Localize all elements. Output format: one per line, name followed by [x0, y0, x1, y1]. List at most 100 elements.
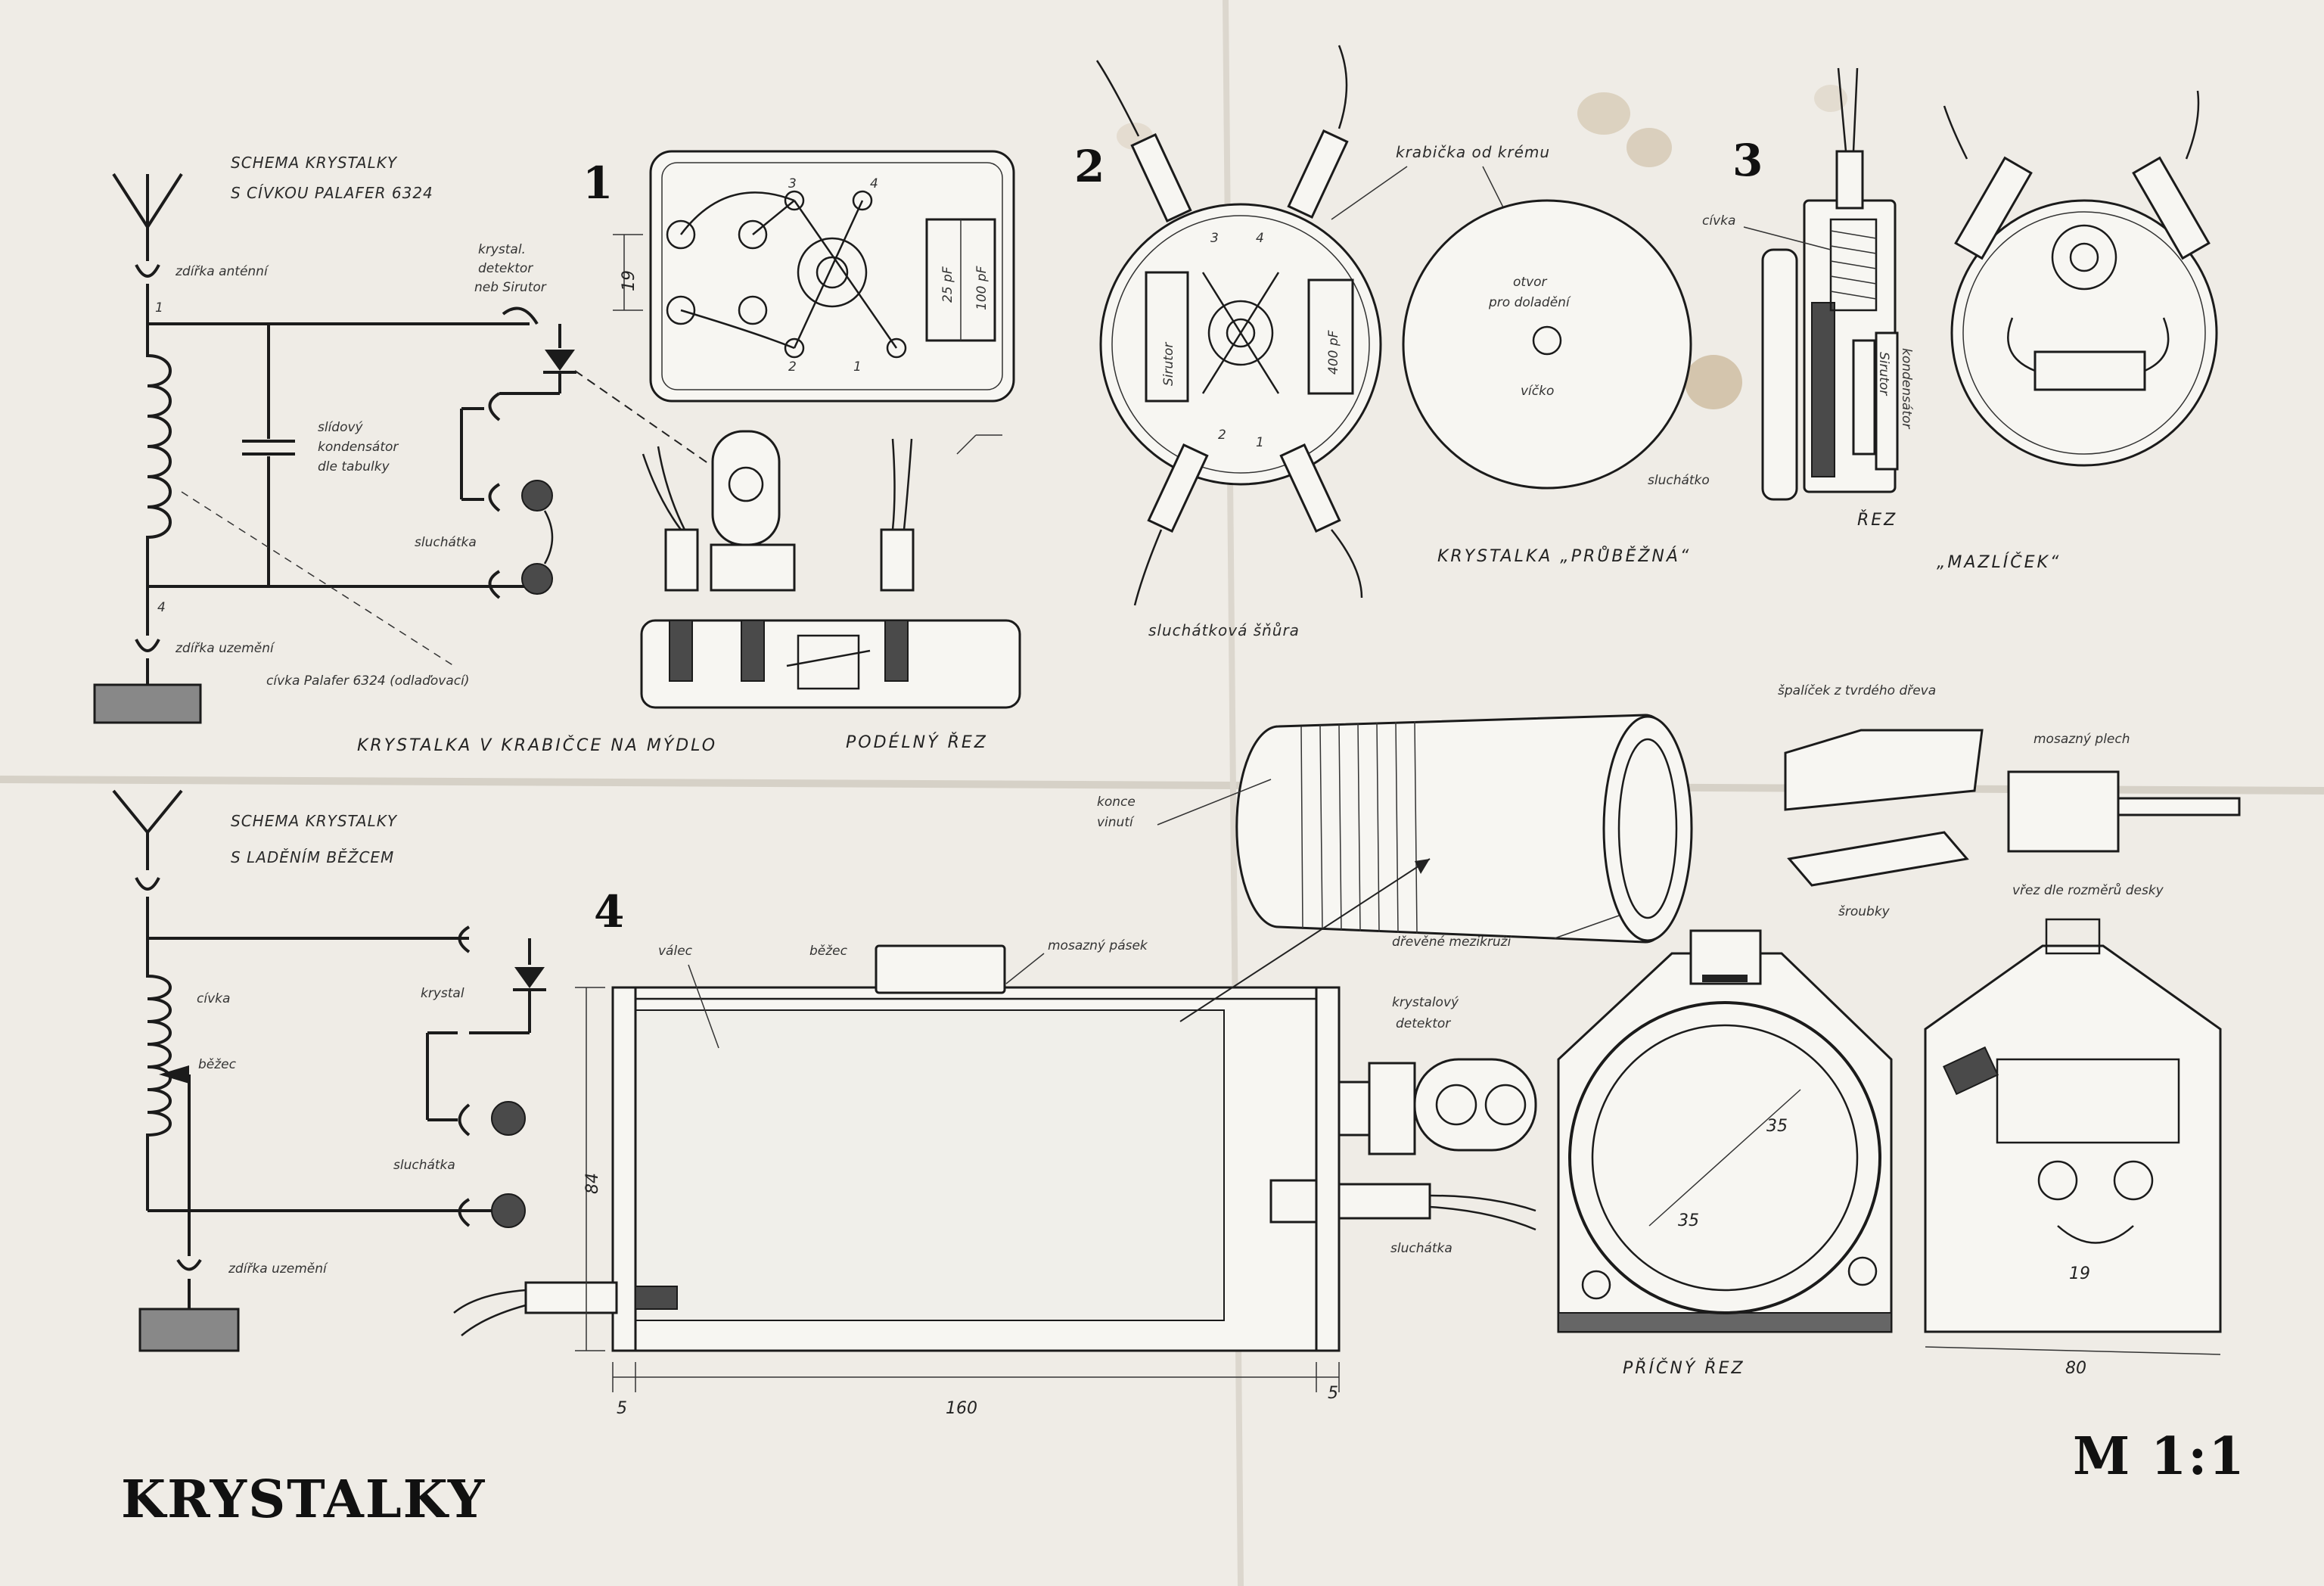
fig2-cap-label: 400 pF — [1326, 330, 1341, 375]
fig2-pin-2: 2 — [1218, 428, 1226, 443]
fig3-capacitor — [1875, 331, 1899, 471]
fig3-plug — [1835, 150, 1864, 210]
dim-height-label: 84 — [583, 1173, 602, 1194]
pin-bottom-label: 4 — [157, 600, 166, 615]
fig1-caption-right: PODÉLNÝ ŘEZ — [846, 732, 988, 752]
fig4-detector-label-1: krystalový — [1392, 995, 1459, 1010]
schema-bottom-title-line2: S LADĚNÍM BĚŽCEM — [231, 848, 394, 866]
fig4-headphones-label: sluchátka — [1390, 1241, 1452, 1256]
capacitor-label-1: slídový — [318, 420, 364, 435]
capacitor-label-2: kondensátor — [318, 440, 399, 455]
tuning-hole — [1532, 325, 1562, 356]
headphone-capsule-top — [521, 480, 553, 512]
headphone-capsule-4 — [491, 1193, 526, 1228]
figure-4: 4 konce vinutí dřevěné mezikruží běžec m… — [453, 683, 2241, 1418]
dim-19-label: 19 — [620, 270, 638, 291]
fig3-caption: „MAZLÍČEK“ — [1937, 552, 2061, 572]
detector-label-1: krystal. — [478, 242, 526, 257]
schema-top-title-line1: SCHEMA KRYSTALKY — [231, 154, 398, 172]
ground-symbol — [93, 683, 202, 724]
schema-bottom-crystal-label: krystal — [421, 986, 464, 1001]
capacitor-label-3: dle tabulky — [318, 459, 390, 474]
cylinder-label: válec — [658, 944, 693, 959]
fig3-sirutor-top — [2034, 350, 2146, 391]
fig4-slider-label: běžec — [809, 944, 848, 959]
detector-socket — [797, 237, 868, 308]
brass-sheet — [2007, 770, 2120, 853]
cross-section-label: PŘÍČNÝ ŘEZ — [1623, 1358, 1745, 1378]
dim-80-label: 80 — [2065, 1359, 2086, 1378]
schema-bottom: SCHEMA KRYSTALKY S LADĚNÍM BĚŽCEM cívka … — [112, 789, 546, 1352]
cream-box-lid — [1402, 199, 1692, 490]
antenna-symbol — [112, 173, 183, 261]
fig3-section-label: ŘEZ — [1857, 510, 1897, 530]
brass-strip-label: mosazný pásek — [1048, 938, 1148, 953]
mazlicek-top-view — [1950, 199, 2218, 467]
headphone-capsule-bottom — [521, 563, 553, 595]
headphones-label: sluchátka — [415, 535, 477, 550]
fig3-sirutor-label: Sirutor — [1876, 352, 1891, 396]
dim-r2-label: 35 — [1766, 1117, 1788, 1136]
schema-bottom-ground-label: zdířka uzemění — [228, 1261, 328, 1277]
figure-1: 1 25 pF 100 pF 2 1 3 4 19 — [357, 150, 1021, 755]
crystal-diode-symbol — [514, 967, 545, 988]
coil-winding-area — [633, 1009, 1225, 1321]
ground-symbol-bottom — [138, 1308, 240, 1352]
diode-symbol — [545, 350, 575, 371]
detector-label-3: neb Sirutor — [474, 280, 547, 295]
figure-2-number: 2 — [1074, 141, 1105, 192]
fig2-capacitor — [1307, 278, 1354, 395]
coil-symbol-bottom — [146, 938, 172, 1146]
dim-r1-label: 35 — [1678, 1211, 1699, 1230]
fig2-pin-1: 1 — [1256, 435, 1264, 450]
headphone-link — [543, 510, 554, 564]
detector-jack-symbol — [502, 306, 539, 325]
winding-ends-label-1: konce — [1097, 795, 1136, 810]
schema-bottom-coil-label: cívka — [197, 991, 230, 1006]
fig2-pin-4: 4 — [1256, 231, 1264, 246]
pin-4-label: 4 — [870, 176, 878, 191]
fig3-capacitor-label: kondensátor — [1899, 348, 1914, 429]
soap-box-top-view — [649, 150, 1015, 403]
schema-top: SCHEMA KRYSTALKY S CÍVKOU PALAFER 6324 z… — [93, 154, 576, 724]
fig3-headphone-label: sluchátko — [1648, 473, 1710, 488]
coil-label: cívka Palafer 6324 (odlaďovací) — [266, 673, 469, 689]
figure-1-number: 1 — [583, 157, 613, 209]
figure-2: 2 Sirutor 400 pF 3 4 2 1 sluchátková — [1074, 45, 1692, 639]
sheet-note-label: vřez dle rozměrů desky — [2012, 882, 2164, 898]
wood-ring-label: dřevěné mezikruží — [1392, 934, 1513, 950]
plug-bottom-left — [1133, 443, 1209, 606]
figure-3-number: 3 — [1732, 135, 1763, 186]
sirutor-element — [1145, 271, 1189, 403]
figure-3: 3 cívka kondensátor Sirutor sluchátko ŘE… — [1648, 67, 2218, 572]
hole-label-2: pro doladění — [1488, 295, 1571, 310]
schema-bottom-title-line1: SCHEMA KRYSTALKY — [231, 812, 398, 830]
scale-label: M 1:1 — [2073, 1426, 2246, 1487]
end-view-frame — [1924, 944, 2222, 1333]
headphone-side — [1761, 248, 1798, 501]
schema-bottom-slider-label: běžec — [198, 1057, 237, 1072]
cream-box-label: krabička od krému — [1396, 143, 1550, 161]
detector-label-2: detektor — [478, 261, 533, 276]
detector-body — [711, 430, 781, 546]
sheet-title: KRYSTALKY — [121, 1469, 486, 1530]
dim-length-label: 160 — [946, 1399, 977, 1418]
plug-top-left — [1095, 60, 1192, 223]
dim-19-bottom-label: 19 — [2069, 1264, 2090, 1283]
fig3-coil-label: cívka — [1702, 213, 1735, 229]
hardwood-block — [1784, 729, 1984, 811]
ground-jack-label: zdířka uzemění — [175, 641, 275, 656]
fig1-caption-left: KRYSTALKA V KRABIČCE NA MÝDLO — [357, 735, 717, 755]
hole-label-1: otvor — [1513, 275, 1548, 290]
antenna-symbol-bottom — [112, 789, 183, 870]
screws-label: šroubky — [1838, 904, 1891, 919]
antenna-jack-label: zdířka anténní — [175, 264, 269, 279]
antenna-jack-symbol — [135, 264, 160, 278]
coil-symbol — [146, 324, 172, 586]
slider-block — [875, 944, 1006, 994]
schema-top-title-line2: S CÍVKOU PALAFER 6324 — [231, 184, 433, 202]
slider-arrow — [159, 1065, 189, 1084]
soap-box-section — [640, 619, 1021, 709]
center-socket — [1207, 300, 1274, 366]
